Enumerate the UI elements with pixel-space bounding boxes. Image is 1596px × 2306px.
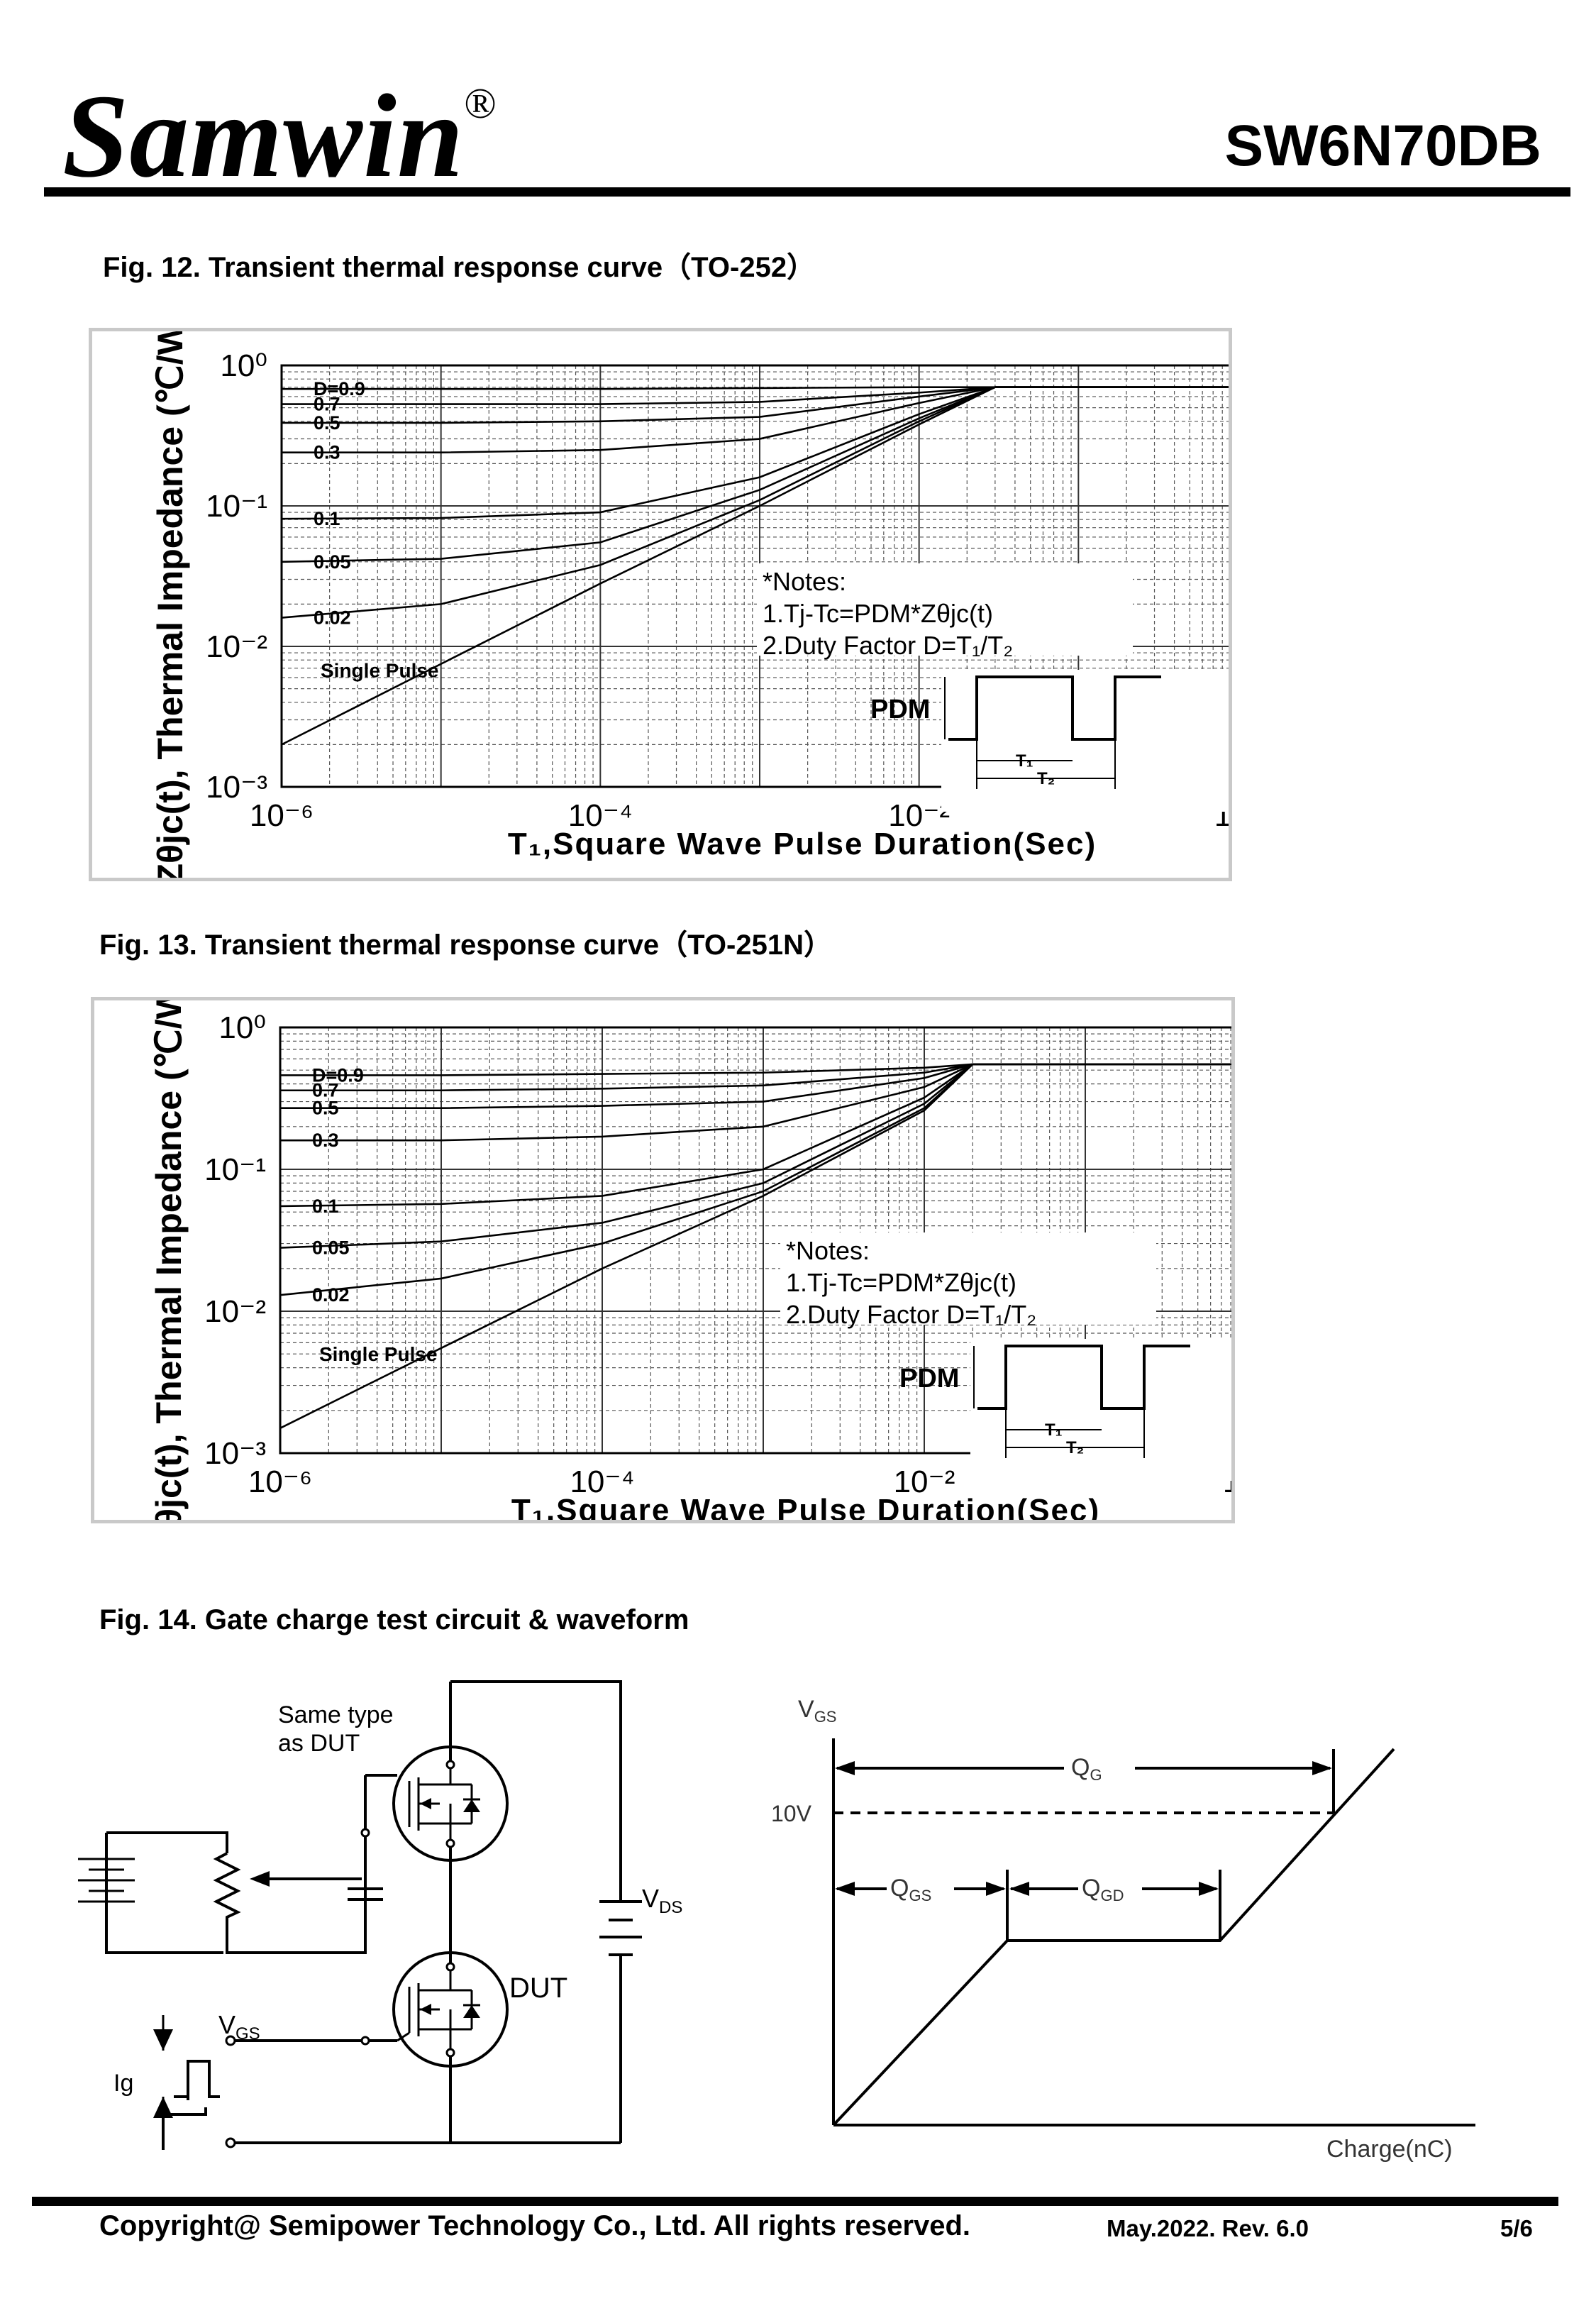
wire-battery-loop	[105, 1833, 223, 1954]
series-label-1: 0.7	[314, 394, 340, 415]
t1-label: T₁	[1016, 751, 1033, 771]
label-vgs: VGS	[218, 2010, 260, 2043]
gate-charge-waveform: VGS QG 10V QGS QGD Charge(nC)	[771, 1696, 1475, 2163]
x-tick-label: 10⁻⁶	[248, 1464, 312, 1499]
fig13-caption: Fig. 13. Transient thermal response curv…	[99, 929, 832, 961]
series-label-3: 0.3	[312, 1130, 339, 1151]
series-label-7: Single Pulse	[319, 1343, 438, 1365]
y-axis-label: Zθjc(t), Thermal Impedance (℃/W)	[150, 331, 190, 878]
series-label-4: 0.1	[314, 508, 340, 529]
series-label-2: 0.5	[312, 1098, 339, 1119]
label-same-type: Same type	[278, 1701, 394, 1728]
y-tick-label: 10⁻³	[204, 1436, 266, 1471]
label-dut: DUT	[509, 1973, 567, 2004]
pulse-waveform	[948, 675, 1161, 741]
series-label-2: 0.5	[314, 412, 340, 434]
label-qg: QG	[1071, 1754, 1102, 1784]
registered-mark: ®	[464, 80, 497, 127]
y-tick-label: 10⁰	[220, 348, 267, 383]
label-vds: VDS	[642, 1884, 682, 1917]
t1-label: T₁	[1045, 1420, 1063, 1440]
left-battery	[78, 1858, 135, 1903]
t2-label: T₂	[1037, 769, 1055, 788]
series-label-0: D=0.9	[312, 1064, 364, 1086]
header-rule	[44, 187, 1570, 197]
series-label-6: 0.02	[314, 607, 351, 629]
notes-heading: *Notes:	[763, 567, 846, 596]
potentiometer	[213, 1852, 241, 1930]
page-number: 5/6	[1500, 2215, 1533, 2241]
pdm-label: PDM	[870, 695, 930, 724]
x-tick-label: 10⁻⁴	[568, 798, 633, 833]
label-10v: 10V	[771, 1801, 812, 1826]
mosfet-dut-body	[392, 1951, 509, 2068]
series-line-7	[279, 1063, 1246, 1429]
series-line-7	[281, 386, 1238, 746]
x-tick-label: 10⁻²	[888, 798, 950, 833]
notes-line1: 1.Tj-Tc=PDM*Zθjc(t)	[763, 599, 993, 628]
x-tick-label: 10⁻²	[894, 1464, 955, 1499]
series-label-4: 0.1	[312, 1196, 339, 1217]
revision-date: May.2022. Rev. 6.0	[1107, 2215, 1309, 2241]
fig12-caption: Fig. 12. Transient thermal response curv…	[103, 252, 816, 283]
t2-label: T₂	[1066, 1438, 1084, 1457]
brand-logo: Samwin®	[62, 77, 497, 196]
dimension-arrowheads	[835, 1761, 1332, 1896]
label-qgs: QGS	[890, 1875, 931, 1904]
mosfet-upper-body	[392, 1745, 509, 1862]
wiper-arrow-head	[250, 1871, 270, 1887]
y-tick-label: 10⁻²	[206, 629, 267, 664]
y-tick-label: 10⁰	[218, 1010, 266, 1045]
series-label-1: 0.7	[312, 1080, 339, 1101]
junction-dots	[225, 1760, 455, 2148]
label-qgd: QGD	[1082, 1875, 1124, 1904]
y-tick-label: 10⁻²	[204, 1294, 266, 1329]
footer-rule	[32, 2197, 1558, 2206]
vgs-waveform	[832, 1748, 1395, 2126]
series-label-7: Single Pulse	[321, 659, 439, 681]
y-tick-label: 10⁻³	[206, 770, 267, 805]
series-label-0: D=0.9	[314, 378, 365, 399]
part-number: SW6N70DB	[1224, 114, 1541, 178]
notes-line2: 2.Duty Factor D=T₁/T₂	[763, 631, 1013, 660]
label-charge-axis: Charge(nC)	[1326, 2136, 1453, 2163]
wire-top-rail	[450, 1680, 622, 1902]
mosfet-dut-internals	[397, 1965, 480, 2054]
copyright: Copyright@ Semipower Technology Co., Ltd…	[99, 2210, 971, 2241]
x-tick-label: 10⁻⁴	[570, 1464, 634, 1499]
notes-line1: 1.Tj-Tc=PDM*Zθjc(t)	[786, 1268, 1016, 1297]
notes-background	[780, 1232, 1156, 1325]
ig-pulse-symbol	[174, 2060, 220, 2100]
label-vgs-axis: VGS	[798, 1696, 836, 1726]
x-axis-label: T₁,Square Wave Pulse Duration(Sec)	[508, 827, 1097, 861]
fig14-caption: Fig. 14. Gate charge test circuit & wave…	[99, 1604, 689, 1635]
y-axis-label: Zθjc(t), Thermal Impedance (℃/W)	[149, 1000, 189, 1520]
y-tick-label: 10⁻¹	[206, 489, 267, 524]
x-tick-label: 10⁻⁶	[250, 798, 314, 833]
notes-line2: 2.Duty Factor D=T₁/T₂	[786, 1300, 1036, 1329]
series-line-5	[281, 386, 1238, 563]
gate-charge-test-circuit: Same type as DUT DUT VDS VGS Ig	[78, 1680, 682, 2150]
series-label-5: 0.05	[314, 551, 351, 573]
label-ig: Ig	[113, 2070, 133, 2097]
x-axis-label: T₁,Square Wave Pulse Duration(Sec)	[511, 1493, 1100, 1520]
series-label-3: 0.3	[314, 442, 340, 463]
wire-pot-bottom	[226, 1833, 367, 1954]
pdm-label: PDM	[899, 1364, 959, 1394]
series-label-6: 0.02	[312, 1284, 350, 1306]
pulse-waveform	[977, 1345, 1190, 1410]
notes-background	[757, 563, 1133, 656]
brand-name: Samwin	[62, 70, 465, 202]
notes-heading: *Notes:	[786, 1236, 870, 1265]
series-label-5: 0.05	[312, 1237, 350, 1259]
label-as-dut: as DUT	[278, 1730, 360, 1757]
wire-pot-top	[106, 1831, 228, 1853]
y-tick-label: 10⁻¹	[204, 1152, 266, 1187]
